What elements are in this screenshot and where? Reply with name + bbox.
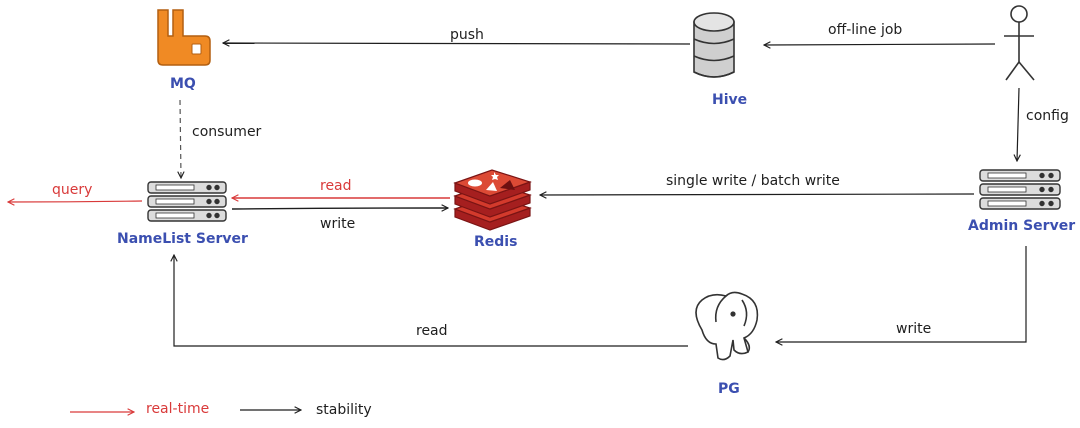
config-label: config bbox=[1026, 108, 1069, 124]
offline-job-label: off-line job bbox=[828, 22, 903, 38]
admin-server-icon bbox=[979, 169, 1061, 210]
pg-write-label: write bbox=[896, 321, 932, 337]
mq-label: MQ bbox=[170, 76, 196, 92]
push-arrow bbox=[223, 43, 691, 44]
consumer-label: consumer bbox=[192, 124, 262, 140]
namelist-server-label: NameList Server bbox=[117, 231, 248, 247]
pg-label: PG bbox=[718, 381, 740, 397]
redis-label: Redis bbox=[474, 234, 518, 250]
pg-write-arrow bbox=[776, 246, 1027, 342]
push-label: push bbox=[450, 27, 484, 43]
redis-icon bbox=[453, 169, 532, 231]
redis-read-label: read bbox=[320, 178, 352, 194]
query-arrow bbox=[8, 201, 143, 202]
query-label: query bbox=[52, 182, 93, 198]
hive-label: Hive bbox=[712, 92, 748, 108]
admin-server-label: Admin Server bbox=[968, 218, 1076, 234]
admin-write-label: single write / batch write bbox=[666, 173, 840, 189]
pg-elephant-icon bbox=[695, 291, 759, 361]
mq-icon bbox=[157, 9, 211, 66]
config-arrow bbox=[1017, 87, 1019, 161]
namelist-server-icon bbox=[147, 181, 227, 222]
person-icon bbox=[1004, 5, 1035, 81]
redis-write-arrow bbox=[231, 208, 448, 209]
legend-stability-label: stability bbox=[316, 402, 372, 418]
offline-job-arrow bbox=[764, 44, 996, 45]
consumer-arrow bbox=[180, 99, 181, 178]
admin-write-arrow bbox=[540, 194, 975, 195]
redis-write-label: write bbox=[320, 216, 356, 232]
pg-read-arrow bbox=[174, 255, 689, 348]
pg-read-label: read bbox=[416, 323, 448, 339]
legend-realtime-label: real-time bbox=[146, 401, 210, 417]
hive-database-icon bbox=[693, 12, 735, 78]
